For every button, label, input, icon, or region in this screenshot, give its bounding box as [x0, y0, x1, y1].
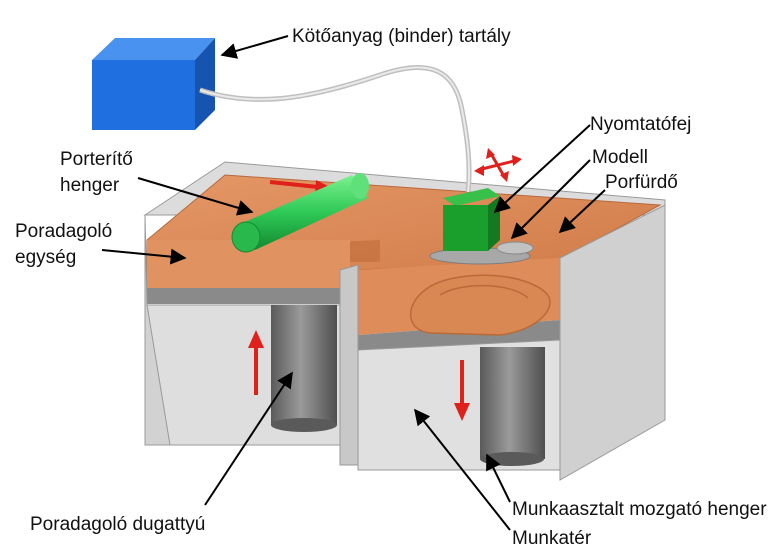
label-feed-unit-line2: egység — [15, 247, 76, 268]
label-binder-tank: Kötőanyag (binder) tartály — [292, 26, 511, 47]
feed-piston-cylinder — [271, 305, 337, 432]
label-powder-bed: Porfürdő — [605, 172, 678, 193]
label-feed-unit-line1: Poradagoló — [15, 221, 112, 242]
print-head — [443, 188, 500, 251]
label-print-head: Nyomtatófej — [590, 114, 691, 135]
label-feed-piston: Poradagoló dugattyú — [30, 514, 205, 535]
label-roller-line2: henger — [60, 175, 120, 196]
binder-tank — [92, 38, 215, 130]
label-build-chamber: Munkatér — [512, 528, 592, 549]
label-build-piston: Munkaasztalt mozgató henger — [512, 499, 767, 520]
middle-wall — [340, 265, 358, 465]
label-roller-line1: Porterítő — [60, 149, 133, 170]
build-piston-cylinder — [480, 347, 545, 466]
four-way-arrow-icon — [474, 148, 522, 182]
label-model: Modell — [592, 147, 648, 168]
model-shape — [411, 242, 550, 335]
